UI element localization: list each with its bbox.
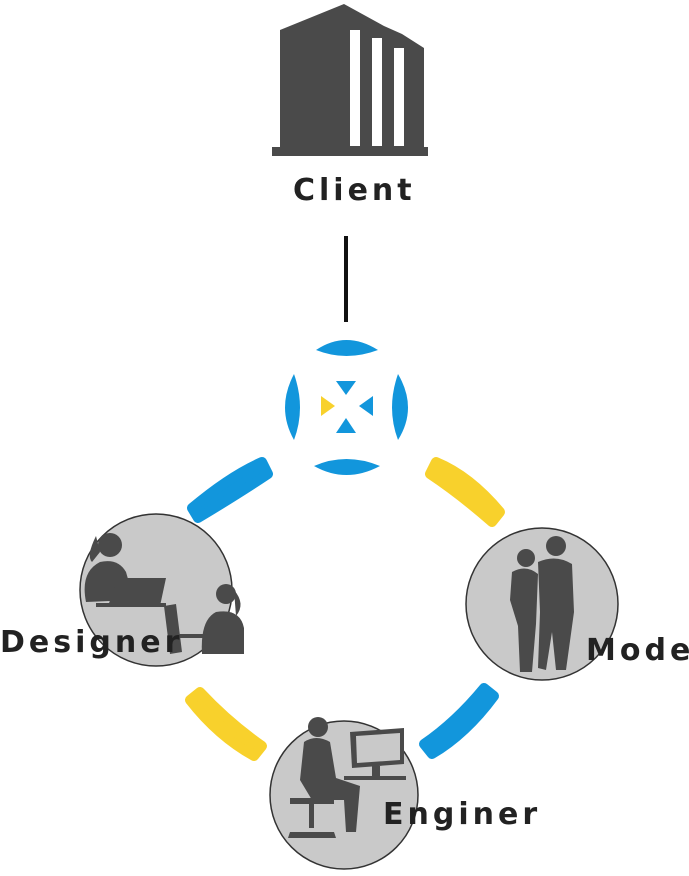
model-enginer-arc — [419, 683, 499, 759]
hub-model-arc — [425, 457, 505, 527]
models-silhouette-icon — [510, 536, 574, 672]
building-icon — [272, 4, 428, 156]
model-label: Model — [586, 633, 689, 668]
designer-enginer-arc — [185, 687, 267, 761]
collaboration-hub-icon — [285, 340, 408, 475]
client-label: Client — [293, 173, 416, 208]
engineer-silhouette-icon — [288, 717, 406, 838]
designers-silhouette-icon — [84, 533, 244, 654]
designer-label: Designer — [0, 625, 184, 660]
enginer-label: Enginer — [383, 797, 542, 832]
hub-designer-arc — [187, 457, 273, 523]
